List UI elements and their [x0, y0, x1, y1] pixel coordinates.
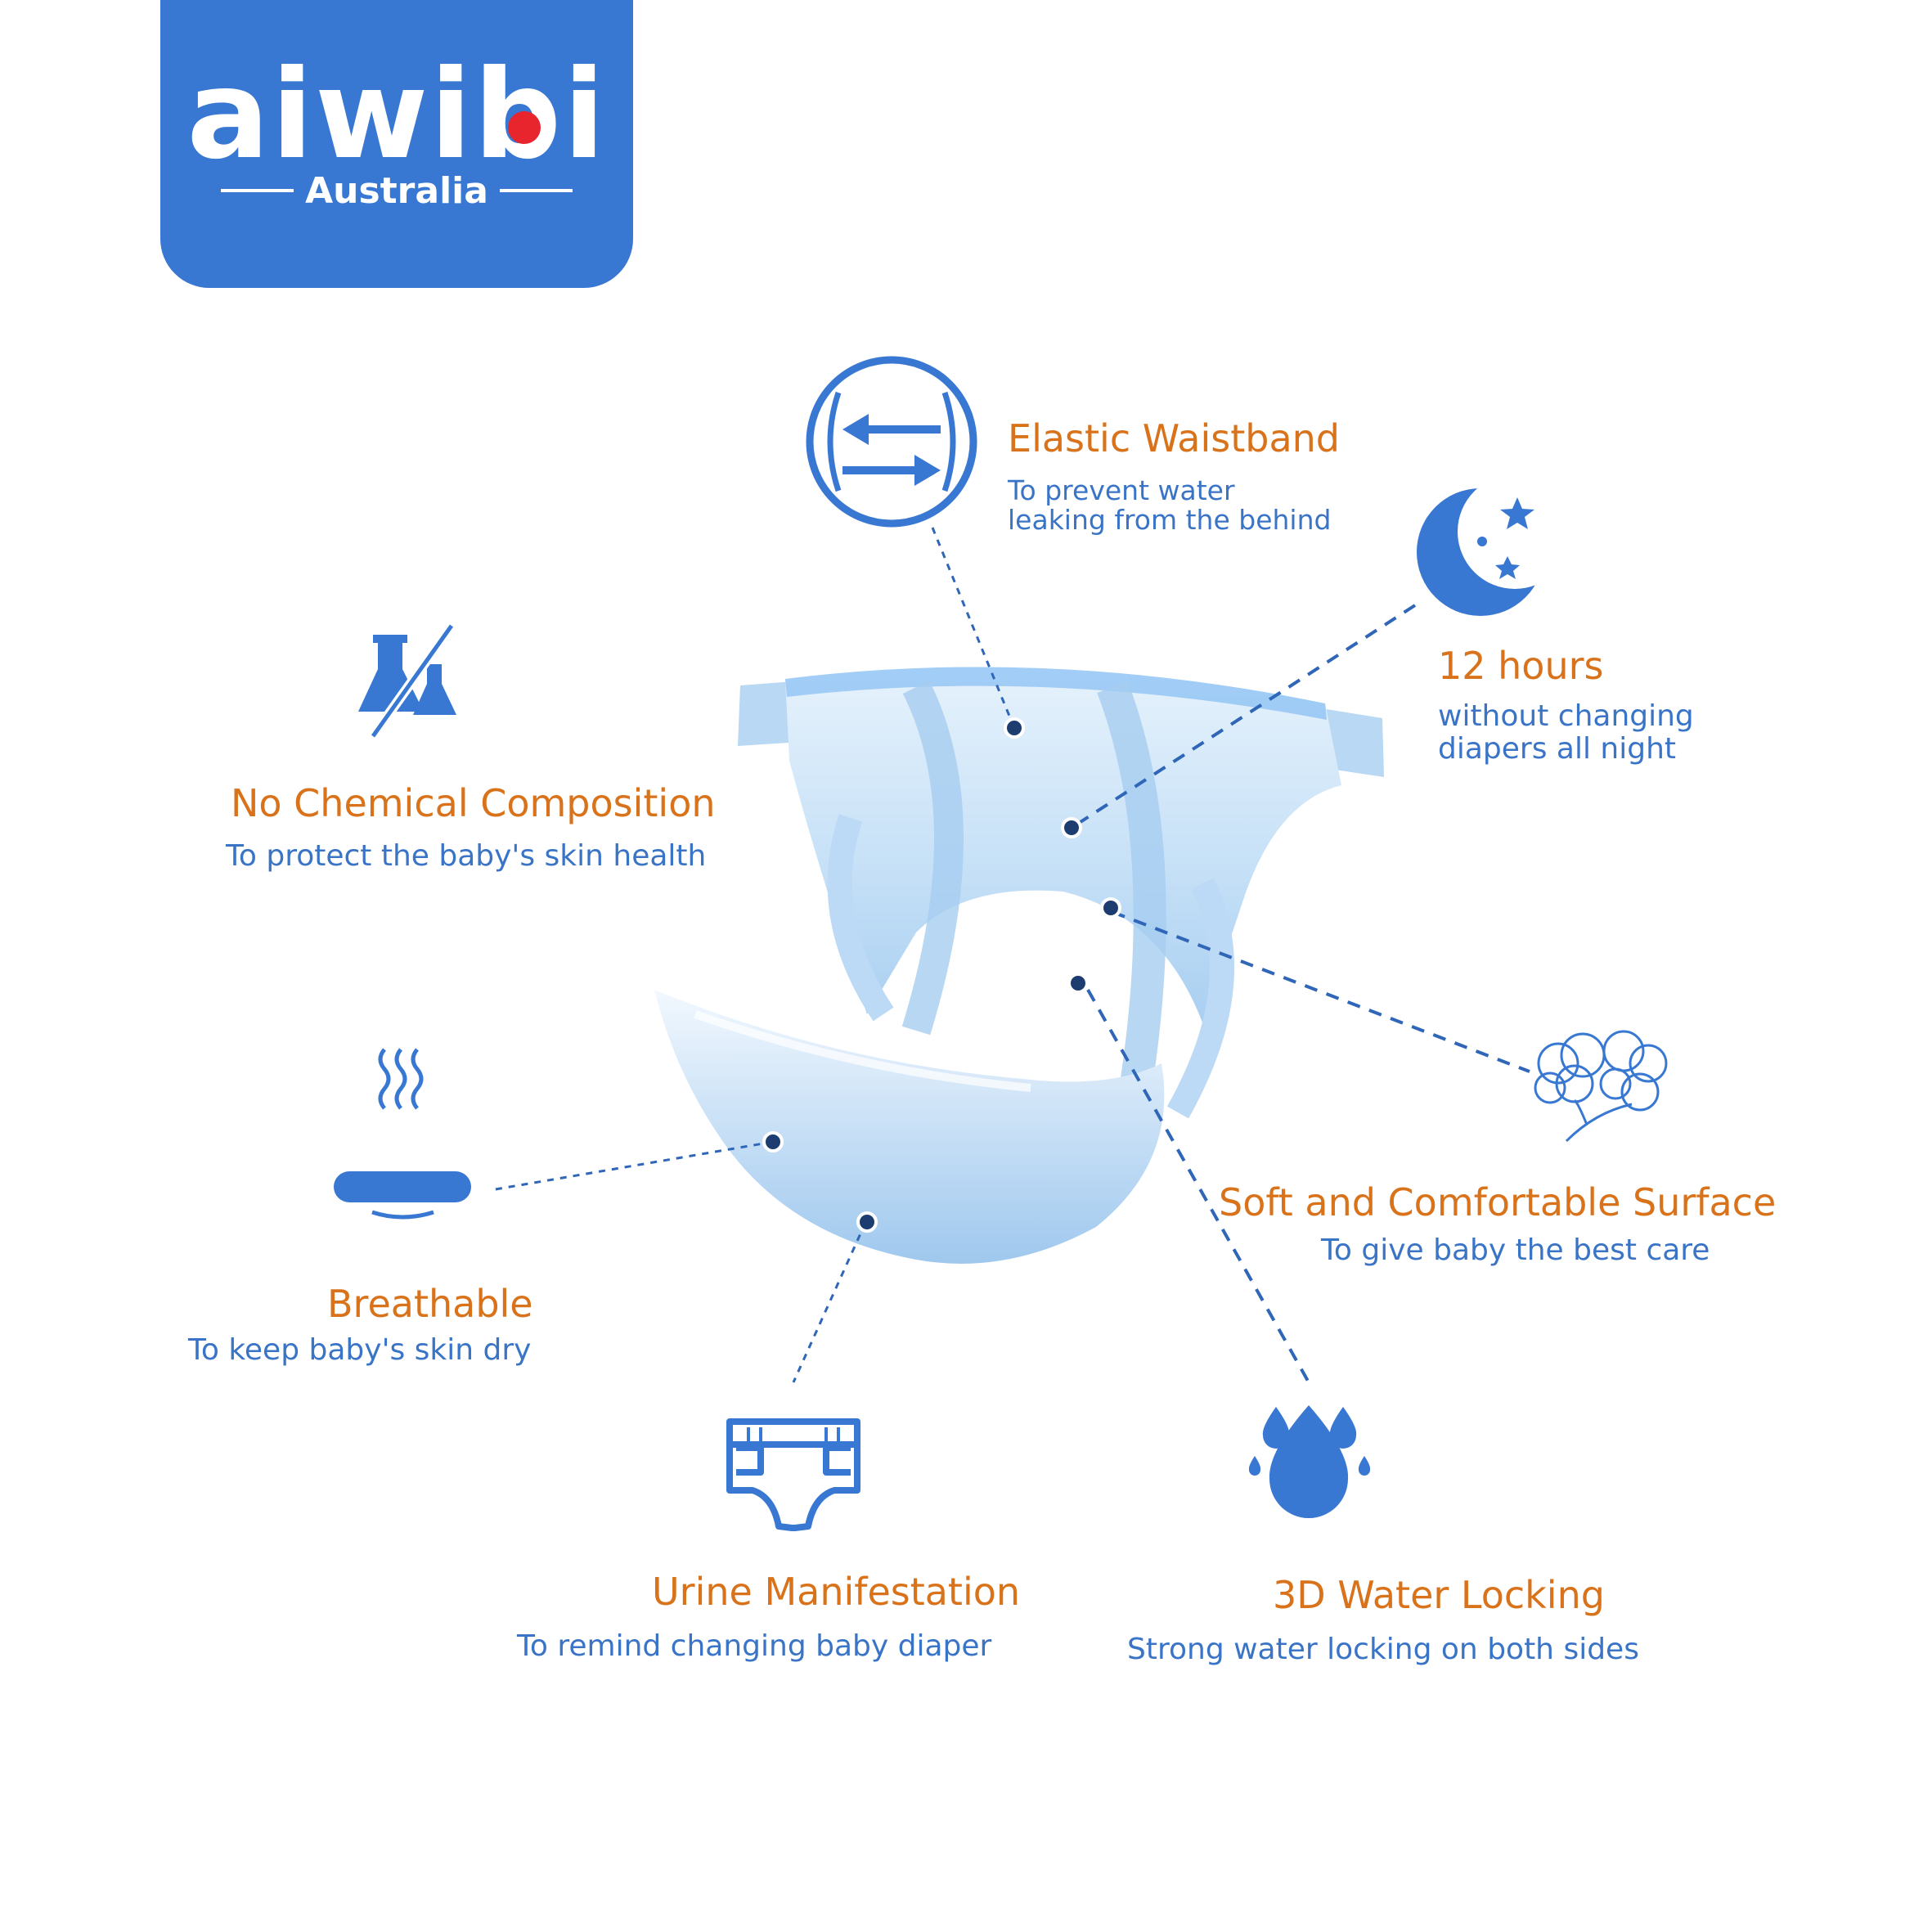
leader-soft-surface: [1112, 910, 1530, 1073]
leg-cuff-right: [1097, 681, 1166, 1132]
elastic-waistband-desc-line1: To prevent water: [1008, 474, 1235, 506]
anchor-dot-urine: [856, 1211, 878, 1233]
leader-breathable: [490, 1140, 774, 1192]
cotton-icon: [1534, 1030, 1668, 1143]
diaper-illustration: [654, 667, 1384, 1264]
water-drops-icon: [1248, 1405, 1371, 1518]
anchor-dot-12-hours: [1061, 817, 1082, 838]
arrows-exchange-icon: [806, 356, 977, 528]
logo-divider-left: [221, 189, 294, 192]
twelve-hours-title: 12 hours: [1438, 644, 1604, 688]
brand-region-row: Australia: [221, 168, 573, 213]
soft-surface-title: Soft and Comfortable Surface: [1219, 1180, 1777, 1224]
front-edge-highlight: [694, 1010, 1031, 1092]
urine-manifestation-title: Urine Manifestation: [652, 1570, 1021, 1614]
water-locking-title: 3D Water Locking: [1273, 1573, 1605, 1617]
diaper-icon: [726, 1418, 860, 1531]
breathable-desc: To keep baby's skin dry: [188, 1333, 532, 1367]
elastic-waistband-title: Elastic Waistband: [1008, 416, 1340, 461]
elastic-waistband-desc-line2: leaking from the behind: [1008, 504, 1332, 536]
twelve-hours-desc-line2: diapers all night: [1438, 732, 1677, 766]
brand-logo: aiwibi Australia: [160, 0, 633, 288]
brand-region: Australia: [305, 169, 488, 212]
logo-accent-dot: [508, 111, 541, 144]
urine-manifestation-desc: To remind changing baby diaper: [517, 1629, 992, 1663]
leader-urine-manifestation: [792, 1222, 867, 1383]
elastic-ruffle-left: [827, 814, 894, 1022]
elastic-ruffle-right: [1166, 878, 1234, 1119]
water-locking-desc: Strong water locking on both sides: [1127, 1633, 1639, 1666]
logo-divider-right: [499, 189, 573, 192]
anchor-dot-waistband: [1004, 717, 1025, 739]
leader-elastic-waistband: [931, 527, 1016, 729]
leader-water-locking: [1086, 989, 1310, 1383]
breathable-heat-icon: [334, 1048, 471, 1220]
anchor-dot-soft-surface: [1100, 897, 1121, 919]
anchor-dot-breathable: [762, 1131, 784, 1152]
twelve-hours-desc-line1: without changing: [1438, 699, 1694, 733]
diaper-front: [654, 990, 1165, 1264]
soft-surface-desc: To give baby the best care: [1321, 1233, 1710, 1267]
no-chemical-desc: To protect the baby's skin health: [226, 839, 707, 873]
leader-lines: [490, 527, 1530, 1383]
leg-cuff-left: [901, 680, 964, 1036]
anchor-dot-water-locking: [1067, 973, 1089, 994]
anchor-dots: [762, 717, 1121, 1233]
no-chemical-title: No Chemical Composition: [231, 781, 716, 825]
breathable-title: Breathable: [327, 1282, 533, 1326]
diaper-waistband: [785, 667, 1327, 720]
moon-stars-icon: [1417, 474, 1572, 616]
diaper-back: [785, 667, 1341, 1022]
no-chemical-flask-icon: [358, 622, 456, 739]
